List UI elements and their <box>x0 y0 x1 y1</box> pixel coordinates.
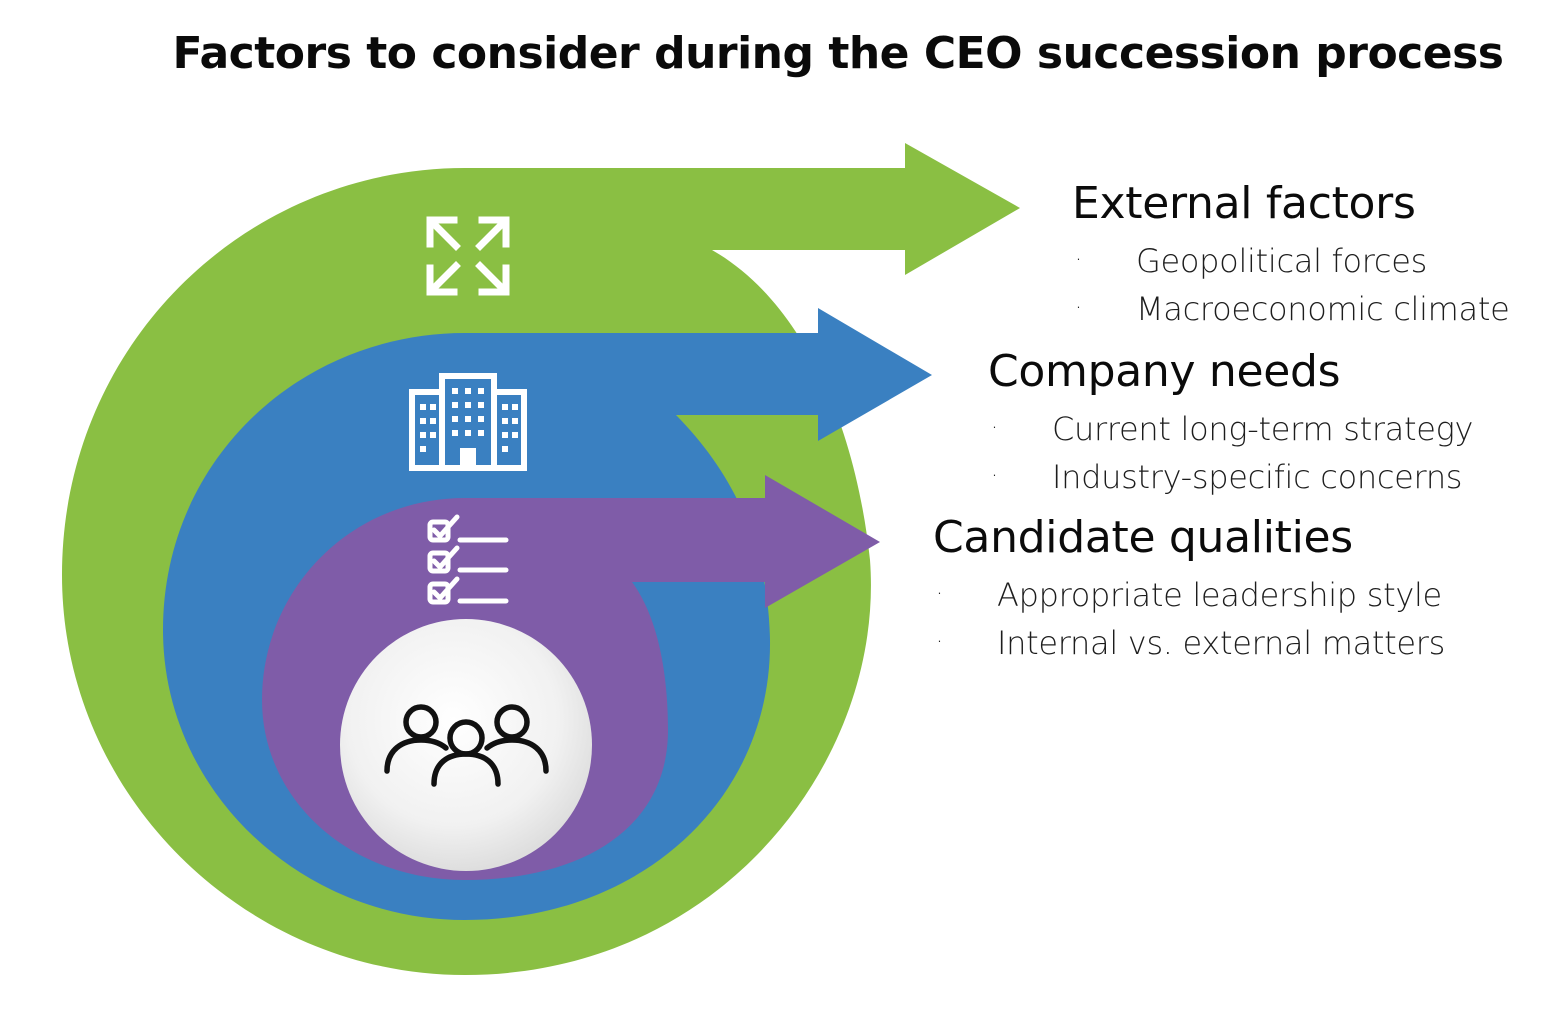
list-item: · Appropriate leadership style <box>933 571 1445 619</box>
checklist-icon <box>427 514 509 605</box>
list-item: · Geopolitical forces <box>1072 237 1509 285</box>
office-building-icon <box>409 373 527 471</box>
bullet-glyph: · <box>936 582 943 607</box>
expand-arrows-icon <box>426 216 510 296</box>
external-factors-text: External factors · Geopolitical forces ·… <box>1072 178 1510 333</box>
list-item: · Current long-term strategy <box>988 405 1473 453</box>
list-item: · Macroeconomic climate <box>1072 285 1510 333</box>
candidate-qualities-list: · Appropriate leadership style · Interna… <box>933 571 1445 667</box>
candidate-qualities-heading: Candidate qualities <box>933 512 1353 563</box>
company-needs-text: Company needs · Current long-term strate… <box>988 346 1473 501</box>
list-item-text: Current long-term strategy <box>1052 410 1474 448</box>
bullet-glyph: · <box>1075 296 1082 321</box>
list-item-text: Internal vs. external matters <box>997 624 1445 662</box>
page-title: Factors to consider during the CEO succe… <box>172 28 1504 79</box>
people-group-icon <box>384 704 549 787</box>
list-item-text: Geopolitical forces <box>1136 242 1427 280</box>
external-factors-heading: External factors <box>1072 178 1416 229</box>
bullet-glyph: · <box>936 630 943 655</box>
list-item-text: Industry-specific concerns <box>1052 458 1463 496</box>
company-needs-heading: Company needs <box>988 346 1341 397</box>
bullet-glyph: · <box>1075 248 1082 273</box>
list-item: · Industry-specific concerns <box>988 453 1473 501</box>
list-item: · Internal vs. external matters <box>933 619 1445 667</box>
candidate-qualities-text: Candidate qualities · Appropriate leader… <box>933 512 1445 667</box>
center-circle <box>340 619 592 871</box>
list-item-text: Macroeconomic climate <box>1136 290 1510 328</box>
list-item-text: Appropriate leadership style <box>997 576 1442 614</box>
external-factors-list: · Geopolitical forces · Macroeconomic cl… <box>1072 237 1510 333</box>
bullet-glyph: · <box>991 464 998 489</box>
bullet-glyph: · <box>991 416 998 441</box>
company-needs-list: · Current long-term strategy · Industry-… <box>988 405 1473 501</box>
